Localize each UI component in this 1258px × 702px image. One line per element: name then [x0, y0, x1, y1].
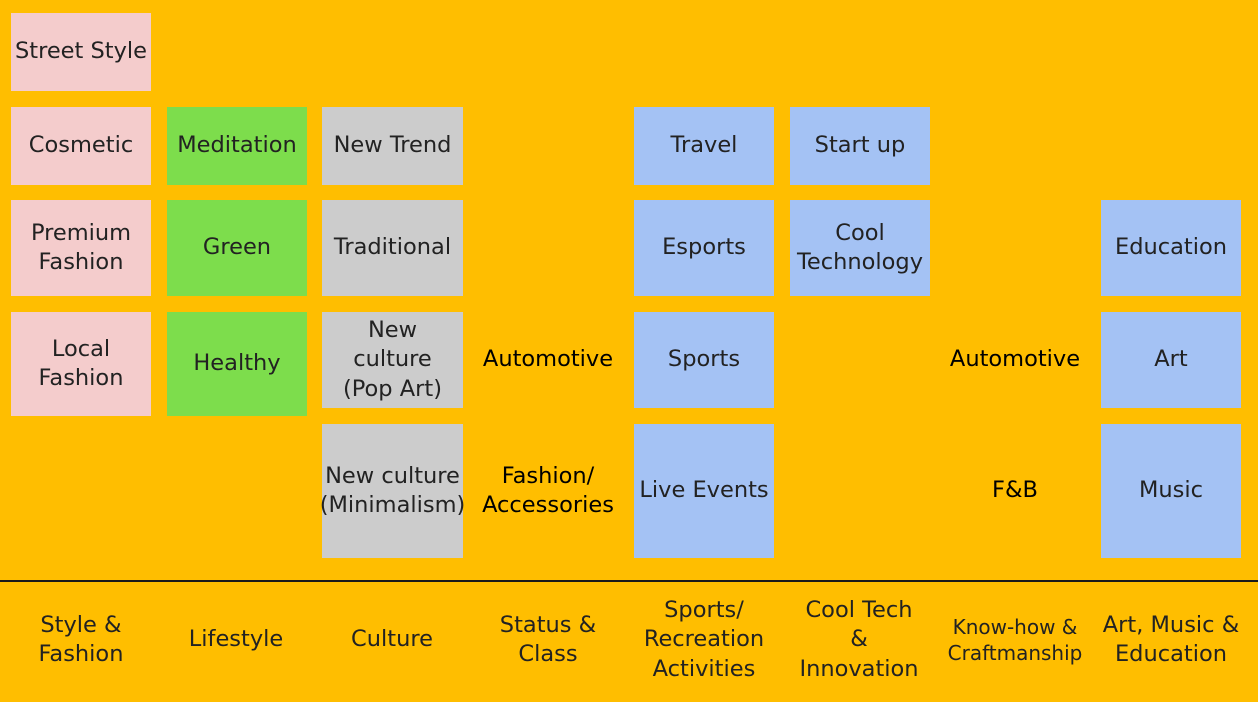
item-f-and-b: F&B [992, 477, 1038, 504]
category-divider [0, 580, 1258, 582]
tile-sports: Sports [634, 312, 774, 408]
tile-esports: Esports [634, 200, 774, 296]
category-culture: Culture [351, 626, 433, 653]
tile-travel: Travel [634, 107, 774, 185]
item-automotive-status: Automotive [482, 346, 614, 373]
tile-live-events: Live Events [634, 424, 774, 558]
tile-meditation: Meditation [167, 107, 307, 185]
category-lifestyle: Lifestyle [188, 626, 284, 653]
tile-art: Art [1101, 312, 1241, 408]
category-sports-recreation: Sports/ Recreation Activities [643, 597, 765, 682]
tile-street-style: Street Style [11, 13, 151, 91]
category-status-class: Status & Class [499, 611, 597, 667]
tile-new-culture-minimalism: New culture (Minimalism) [320, 424, 465, 558]
tile-cosmetic: Cosmetic [11, 107, 151, 185]
tile-traditional: Traditional [322, 200, 463, 296]
tile-music: Music [1101, 424, 1241, 558]
tile-new-trend: New Trend [322, 107, 463, 185]
tile-new-culture-pop-art: New culture (Pop Art) [322, 312, 463, 408]
tile-premium-fashion: Premium Fashion [11, 200, 151, 296]
category-cool-tech: Cool Tech & Innovation [799, 597, 919, 682]
tile-green: Green [167, 200, 307, 296]
tile-education: Education [1101, 200, 1241, 296]
category-style-fashion: Style & Fashion [38, 611, 124, 667]
tile-cool-technology: Cool Technology [790, 200, 930, 296]
category-art-music: Art, Music & Education [1102, 611, 1240, 667]
tile-healthy: Healthy [167, 312, 307, 416]
item-fashion-accessories: Fashion/ Accessories [482, 462, 614, 518]
tile-local-fashion: Local Fashion [11, 312, 151, 416]
item-automotive-knowhow: Automotive [949, 346, 1081, 373]
category-knowhow: Know-how & Craftmanship [947, 615, 1083, 665]
tile-start-up: Start up [790, 107, 930, 185]
